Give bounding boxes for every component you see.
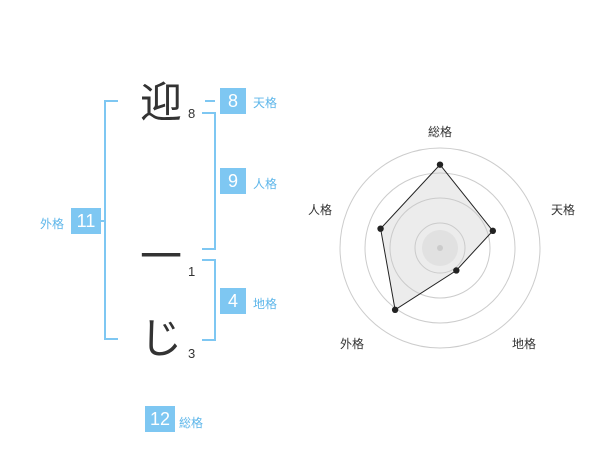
gaikaku-value-box: 11 [71,208,101,234]
radar-axis-label-soukaku: 総格 [428,125,453,139]
radar-point-3 [391,306,399,313]
soukaku-label: 総格 [179,416,204,430]
radar-axis-label-chikaku: 地格 [512,337,537,351]
radar-point-1 [489,227,497,235]
radar-axis-label-tenkaku: 天格 [551,203,576,217]
name-char-1: 迎 [140,78,183,127]
name-char-2: 一 [140,232,183,281]
gaikaku-label: 外格 [40,217,65,231]
radar-series-area [380,163,494,311]
radar-axis-label-jinkaku: 人格 [308,203,333,217]
chikaku-label: 地格 [253,297,278,311]
radar-ring [364,172,516,324]
radar-point-4 [377,225,384,232]
chikaku-value-box: 4 [220,288,246,314]
radar-ring [414,222,466,274]
radar-center-dot [437,245,443,251]
chikaku-bracket [202,259,216,341]
stroke-count-3: 3 [188,346,196,361]
tenkaku-value-box: 8 [220,88,246,114]
soukaku-value-box: 12 [145,406,175,432]
tenkaku-connector [205,100,215,102]
radar-grid [339,147,541,349]
tenkaku-label: 天格 [253,96,278,110]
jinkaku-label: 人格 [253,177,278,191]
radar-points [377,161,497,313]
radar-point-0 [436,161,444,168]
stroke-count-1: 8 [188,106,196,121]
radar-point-2 [453,267,460,274]
radar-chart [339,147,541,349]
radar-ring [389,197,491,299]
jinkaku-value-box: 9 [220,168,246,194]
stroke-count-2: 1 [188,264,196,279]
radar-axis-label-gaikaku: 外格 [340,337,365,351]
radar-ring [339,147,541,349]
name-char-3: じ [140,314,183,363]
jinkaku-bracket [202,112,216,250]
gaikaku-bracket [104,100,118,340]
